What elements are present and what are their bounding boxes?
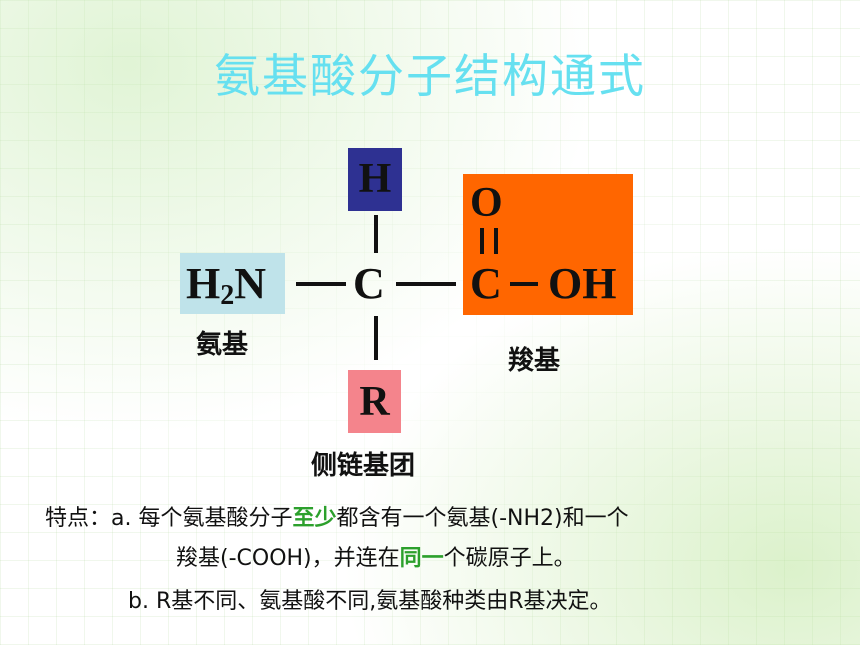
bond-c-oh (510, 282, 538, 286)
carboxyl-carbon: C (470, 259, 502, 308)
note-part2: 都含有一个氨基(-NH2)和一个 (336, 506, 629, 531)
bond-right (396, 282, 456, 286)
note-line2b: 个碳原子上。 (443, 546, 576, 571)
amino-label: 氨基 (196, 330, 249, 360)
hydrogen-box (348, 148, 402, 211)
amino-subscript: 2 (220, 280, 235, 311)
amino-group-box (180, 253, 285, 314)
double-bond-line (494, 228, 498, 254)
note-line2a: 羧基(-COOH)，并连在 (176, 546, 400, 571)
r-group-atom: R (359, 379, 390, 425)
highlight-at-least: 至少 (292, 506, 337, 531)
side-chain-label: 侧链基团 (311, 451, 416, 481)
amino-group-formula: H2N (186, 262, 266, 310)
highlight-same: 同一 (399, 546, 444, 571)
carbonyl-oxygen: O (470, 180, 503, 226)
slide-title: 氨基酸分子结构通式 (214, 49, 646, 103)
note-prefix: 特点：a. 每个氨基酸分子 (45, 506, 293, 531)
carboxyl-label: 羧基 (508, 346, 561, 376)
bond-top (374, 215, 378, 253)
double-bond-line (480, 228, 484, 254)
amino-h: H (186, 259, 221, 308)
note-line-3: b. R基不同、氨基酸不同,氨基酸种类由R基决定。 (128, 589, 612, 614)
note-line-1: 特点：a. 每个氨基酸分子至少都含有一个氨基(-NH2)和一个 (45, 500, 629, 532)
hydroxyl-group: OH (548, 259, 617, 308)
note-line-2: 羧基(-COOH)，并连在同一个碳原子上。 (176, 540, 576, 572)
carboxyl-group-box (463, 174, 633, 315)
central-carbon: C (353, 259, 385, 308)
amino-n: N (234, 259, 267, 308)
hydrogen-atom: H (358, 156, 392, 202)
bond-bottom (374, 316, 378, 360)
r-group-box (348, 370, 401, 433)
bond-left (296, 282, 346, 286)
